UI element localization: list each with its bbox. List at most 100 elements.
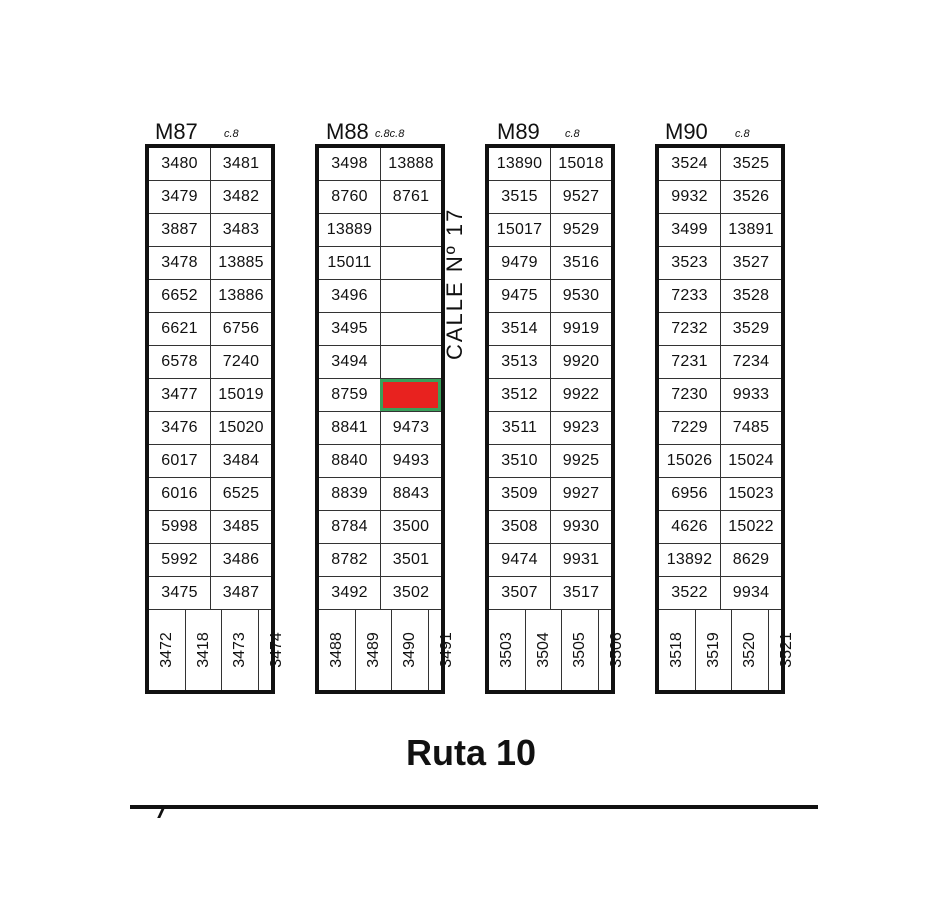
lot-cell[interactable]: 7240 bbox=[210, 346, 271, 378]
lot-cell[interactable]: 3475 bbox=[161, 584, 198, 601]
lot-cell[interactable]: 13890 bbox=[496, 155, 543, 172]
lot-cell[interactable]: 9529 bbox=[550, 214, 611, 246]
lot-cell[interactable]: 6017 bbox=[161, 452, 198, 469]
lot-cell[interactable]: 7230 bbox=[671, 386, 708, 403]
lot-cell[interactable]: 9479 bbox=[501, 254, 538, 271]
lot-cell[interactable]: 3513 bbox=[501, 353, 538, 370]
lot-cell[interactable]: 15023 bbox=[720, 478, 781, 510]
lot-cell[interactable]: 15026 bbox=[666, 452, 713, 469]
lot-cell-vertical[interactable]: 3519 bbox=[694, 610, 732, 690]
lot-cell[interactable]: 3511 bbox=[501, 419, 538, 436]
lot-cell-vertical[interactable]: 3472 bbox=[149, 610, 185, 690]
lot-cell-vertical[interactable]: 3488 bbox=[319, 610, 355, 690]
lot-cell-vertical[interactable]: 3489 bbox=[354, 610, 392, 690]
highlighted-lot[interactable] bbox=[380, 379, 441, 411]
lot-cell[interactable]: 5998 bbox=[161, 518, 198, 535]
lot-cell[interactable]: 3508 bbox=[501, 518, 538, 535]
lot-cell-vertical[interactable]: 3418 bbox=[184, 610, 222, 690]
lot-cell[interactable]: 13886 bbox=[210, 280, 271, 312]
lot-cell[interactable]: 15024 bbox=[720, 445, 781, 477]
lot-cell[interactable]: 13892 bbox=[666, 551, 713, 568]
lot-cell[interactable]: 5992 bbox=[161, 551, 198, 568]
lot-cell[interactable]: 6652 bbox=[161, 287, 198, 304]
lot-cell[interactable]: 3523 bbox=[671, 254, 708, 271]
lot-cell[interactable]: 9473 bbox=[380, 412, 441, 444]
lot-cell[interactable]: 8761 bbox=[380, 181, 441, 213]
lot-cell[interactable]: 13885 bbox=[210, 247, 271, 279]
lot-cell-vertical[interactable]: 3491 bbox=[427, 610, 465, 690]
lot-cell[interactable]: 7234 bbox=[720, 346, 781, 378]
lot-cell[interactable]: 3500 bbox=[380, 511, 441, 543]
lot-cell[interactable]: 3517 bbox=[550, 577, 611, 609]
lot-cell[interactable]: 3501 bbox=[380, 544, 441, 576]
lot-cell[interactable]: 9932 bbox=[671, 188, 708, 205]
lot-cell[interactable]: 3498 bbox=[331, 155, 368, 172]
lot-cell[interactable]: 9927 bbox=[550, 478, 611, 510]
lot-cell[interactable]: 3476 bbox=[161, 419, 198, 436]
lot-cell[interactable]: 3512 bbox=[501, 386, 538, 403]
lot-cell[interactable]: 13891 bbox=[720, 214, 781, 246]
lot-cell[interactable]: 3525 bbox=[720, 148, 781, 180]
lot-cell[interactable]: 3516 bbox=[550, 247, 611, 279]
lot-cell[interactable]: 15011 bbox=[327, 254, 372, 271]
lot-cell[interactable]: 15019 bbox=[210, 379, 271, 411]
lot-cell[interactable]: 3526 bbox=[720, 181, 781, 213]
lot-cell[interactable]: 15022 bbox=[720, 511, 781, 543]
lot-cell[interactable]: 3496 bbox=[331, 287, 368, 304]
lot-cell[interactable]: 3502 bbox=[380, 577, 441, 609]
lot-cell[interactable]: 3524 bbox=[671, 155, 708, 172]
lot-cell[interactable]: 3499 bbox=[671, 221, 708, 238]
lot-cell-vertical[interactable]: 3518 bbox=[659, 610, 695, 690]
lot-cell[interactable]: 3477 bbox=[161, 386, 198, 403]
lot-cell[interactable]: 9933 bbox=[720, 379, 781, 411]
lot-cell[interactable]: 3481 bbox=[210, 148, 271, 180]
lot-cell[interactable]: 9919 bbox=[550, 313, 611, 345]
lot-cell[interactable]: 3529 bbox=[720, 313, 781, 345]
lot-cell[interactable]: 3510 bbox=[501, 452, 538, 469]
lot-cell[interactable]: 7232 bbox=[671, 320, 708, 337]
lot-cell[interactable]: 3887 bbox=[161, 221, 198, 238]
lot-cell[interactable]: 7231 bbox=[671, 353, 708, 370]
lot-cell[interactable]: 8840 bbox=[331, 452, 368, 469]
lot-cell[interactable]: 3485 bbox=[210, 511, 271, 543]
lot-cell-vertical[interactable]: 3473 bbox=[221, 610, 258, 690]
lot-cell[interactable]: 9930 bbox=[550, 511, 611, 543]
lot-cell[interactable]: 9923 bbox=[550, 412, 611, 444]
lot-cell[interactable]: 3495 bbox=[331, 320, 368, 337]
lot-cell[interactable]: 3514 bbox=[501, 320, 538, 337]
lot-cell[interactable]: 15017 bbox=[496, 221, 543, 238]
lot-cell[interactable]: 7229 bbox=[671, 419, 708, 436]
lot-cell-vertical[interactable]: 3474 bbox=[257, 610, 295, 690]
lot-cell[interactable]: 8784 bbox=[331, 518, 368, 535]
lot-cell[interactable]: 9493 bbox=[380, 445, 441, 477]
lot-cell[interactable]: 7485 bbox=[720, 412, 781, 444]
lot-cell[interactable]: 3509 bbox=[501, 485, 538, 502]
lot-cell[interactable]: 3486 bbox=[210, 544, 271, 576]
lot-cell[interactable]: 3487 bbox=[210, 577, 271, 609]
lot-cell-vertical[interactable]: 3520 bbox=[731, 610, 768, 690]
lot-cell[interactable]: 3483 bbox=[210, 214, 271, 246]
lot-cell[interactable]: 4626 bbox=[671, 518, 708, 535]
lot-cell[interactable] bbox=[380, 247, 441, 279]
lot-cell[interactable]: 3484 bbox=[210, 445, 271, 477]
lot-cell[interactable]: 3479 bbox=[161, 188, 198, 205]
lot-cell[interactable]: 3528 bbox=[720, 280, 781, 312]
lot-cell[interactable]: 3507 bbox=[501, 584, 538, 601]
lot-cell[interactable]: 9925 bbox=[550, 445, 611, 477]
lot-cell[interactable]: 8841 bbox=[331, 419, 368, 436]
lot-cell[interactable]: 8843 bbox=[380, 478, 441, 510]
lot-cell[interactable]: 6578 bbox=[161, 353, 198, 370]
lot-cell[interactable]: 3522 bbox=[671, 584, 708, 601]
lot-cell[interactable]: 3480 bbox=[161, 155, 198, 172]
lot-cell[interactable]: 6016 bbox=[161, 485, 198, 502]
lot-cell[interactable]: 13888 bbox=[380, 148, 441, 180]
lot-cell[interactable] bbox=[380, 346, 441, 378]
lot-cell[interactable]: 3515 bbox=[501, 188, 538, 205]
lot-cell[interactable]: 8760 bbox=[331, 188, 368, 205]
lot-cell[interactable]: 3494 bbox=[331, 353, 368, 370]
lot-cell[interactable]: 9922 bbox=[550, 379, 611, 411]
lot-cell[interactable]: 3527 bbox=[720, 247, 781, 279]
lot-cell[interactable]: 6621 bbox=[161, 320, 198, 337]
lot-cell[interactable]: 13889 bbox=[326, 221, 373, 238]
lot-cell-vertical[interactable]: 3504 bbox=[524, 610, 562, 690]
